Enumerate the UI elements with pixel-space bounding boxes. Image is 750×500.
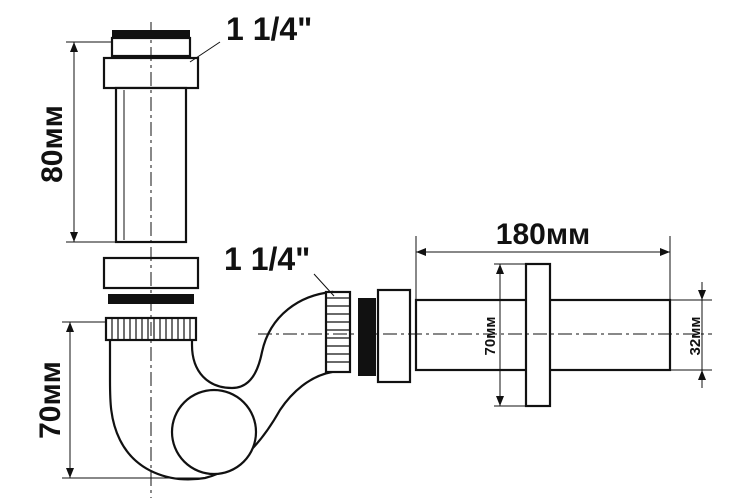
dimension-180mm: 180мм (415, 218, 671, 300)
height-trap-label: 70мм (34, 361, 67, 439)
top-thread-label: 1 1/4" (226, 11, 312, 47)
wall-flange (524, 262, 552, 408)
dimension-70mm-flange: 70мм (482, 263, 526, 407)
outlet-thread-callout: 1 1/4" (224, 241, 335, 297)
outlet-thread-label: 1 1/4" (224, 241, 310, 277)
flange-diameter-label: 70мм (482, 317, 499, 356)
outlet-nut (376, 288, 412, 384)
trap-outlet-thread (327, 297, 349, 363)
height-tube-label: 80мм (36, 105, 69, 183)
cleanout-cap (170, 388, 258, 476)
dimension-80mm: 80мм (36, 41, 116, 243)
trap-body (104, 290, 352, 481)
pipe-diameter-label: 32мм (687, 317, 704, 356)
dimension-32mm: 32мм (670, 282, 712, 388)
length-outlet-label: 180мм (496, 218, 590, 251)
dimension-70mm-trap: 70мм (34, 321, 200, 479)
trap-top-thread (111, 319, 191, 339)
top-thread-callout: 1 1/4" (189, 11, 312, 63)
outlet-seal-ring (358, 298, 376, 376)
